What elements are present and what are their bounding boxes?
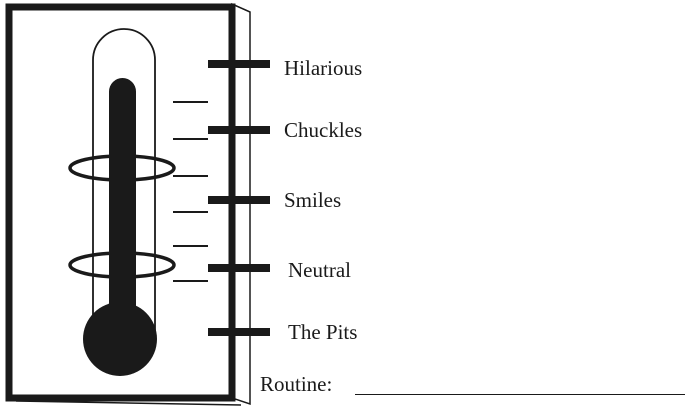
routine-label: Routine: bbox=[260, 372, 333, 396]
upper-ring-front bbox=[68, 167, 176, 182]
major-tick-chuckles bbox=[208, 126, 270, 134]
minor-ticks bbox=[173, 101, 208, 282]
thermometer-tube bbox=[92, 28, 156, 332]
level-label-neutral: Neutral bbox=[288, 258, 351, 282]
mercury-column bbox=[109, 78, 136, 340]
major-tick-smiles bbox=[208, 196, 270, 204]
major-tick-neutral bbox=[208, 264, 270, 272]
major-ticks bbox=[208, 60, 270, 336]
level-label-chuckles: Chuckles bbox=[284, 118, 363, 142]
level-label-the-pits: The Pits bbox=[288, 320, 358, 344]
level-label-smiles: Smiles bbox=[284, 188, 342, 212]
major-tick-the-pits bbox=[208, 328, 270, 336]
level-label-hilarious: Hilarious bbox=[284, 56, 363, 80]
thermometer-bulb bbox=[83, 302, 157, 376]
routine-answer-line[interactable] bbox=[355, 394, 685, 395]
lower-ring-front bbox=[68, 264, 176, 279]
panel-bottom-edge bbox=[15, 400, 242, 406]
major-tick-hilarious bbox=[208, 60, 270, 68]
